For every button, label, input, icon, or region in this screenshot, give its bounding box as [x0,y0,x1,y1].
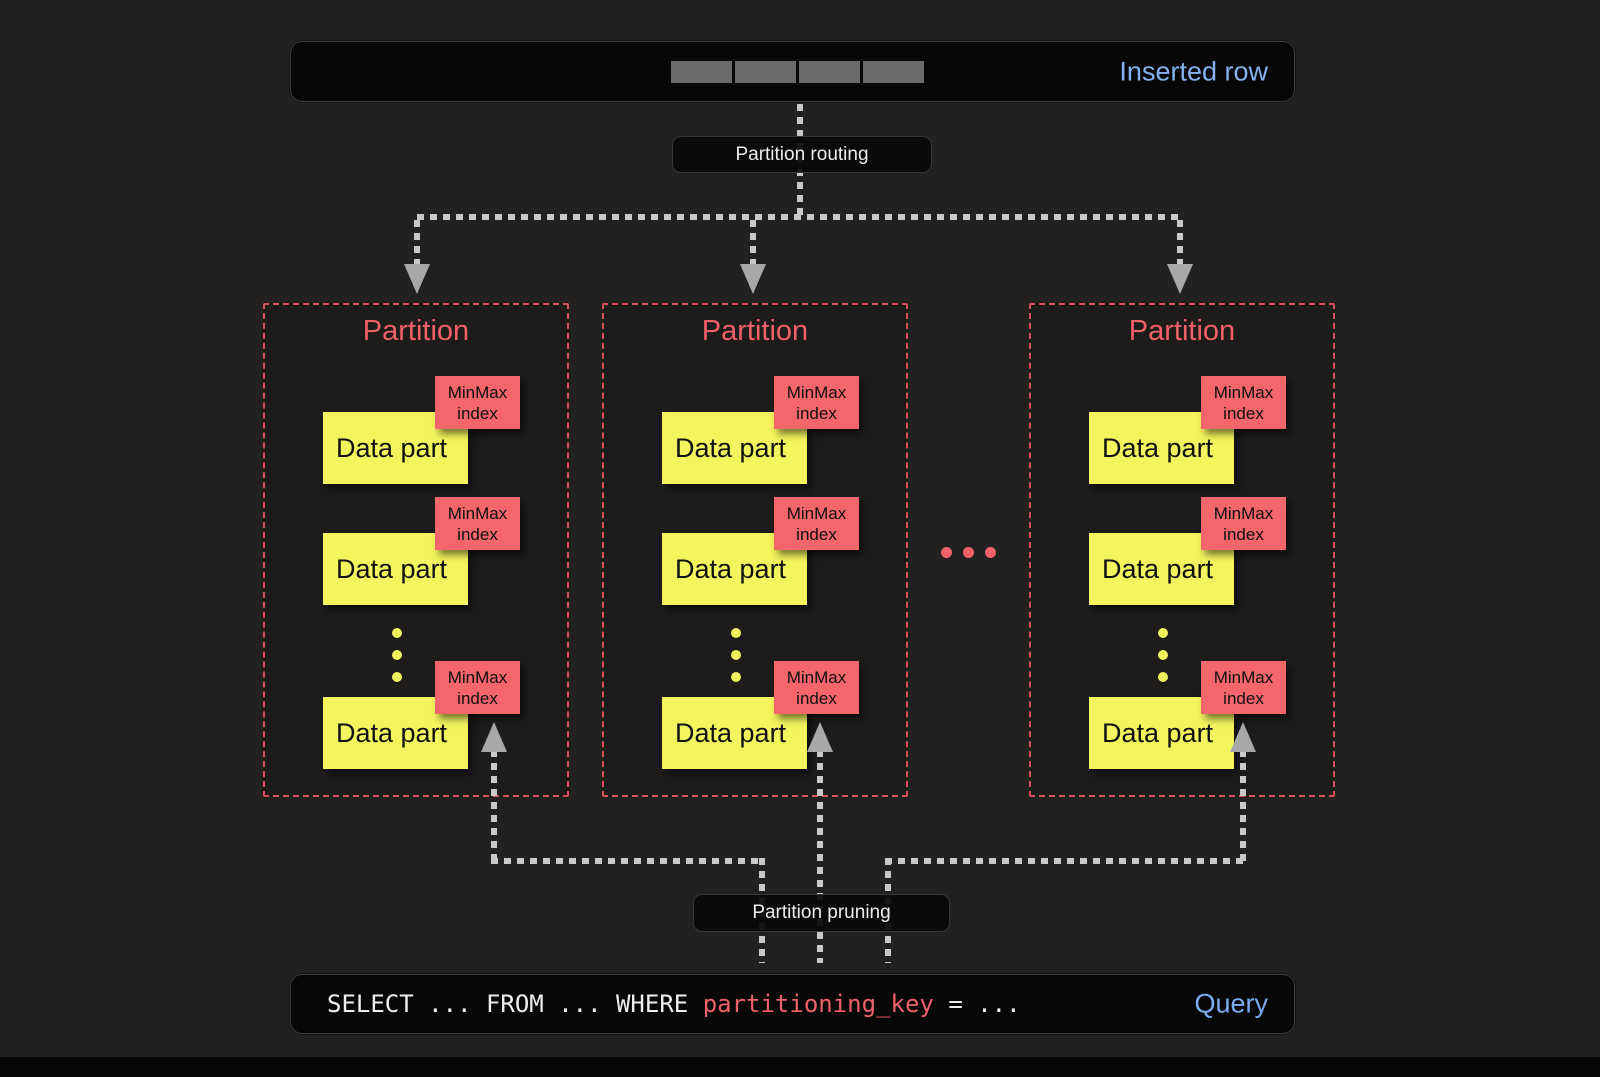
minmax-index-tag: MinMax index [435,376,520,429]
more-parts-dot [1158,628,1168,638]
minmax-line1: MinMax [447,503,508,523]
row-cell [671,61,732,83]
data-part-group: Data part MinMax index [323,376,520,484]
partition-title: Partition [1128,315,1236,347]
pruning-line-left [491,750,497,862]
row-cell [799,61,860,83]
minmax-line1: MinMax [1213,667,1274,687]
more-parts-dots [731,628,741,682]
minmax-index-tag: MinMax index [435,661,520,714]
more-parts-dot [731,672,741,682]
more-partitions-ellipsis [941,547,996,558]
data-part-group: Data part MinMax index [1089,497,1286,605]
minmax-index-tag: MinMax index [1201,376,1286,429]
row-cell [863,61,924,83]
more-parts-dot [392,650,402,660]
minmax-index-tag: MinMax index [435,497,520,550]
data-part: Data part [323,533,468,605]
ellipsis-dot [941,547,952,558]
arrow-down-icon [404,264,430,294]
more-parts-dot [392,672,402,682]
arrow-down-icon [740,264,766,294]
bottom-strip [0,1057,1600,1077]
arrow-up-icon [1230,722,1256,752]
minmax-line2: index [1223,403,1264,423]
minmax-index-tag: MinMax index [1201,497,1286,550]
minmax-line2: index [457,688,498,708]
arrow-up-icon [481,722,507,752]
data-part-group: Data part MinMax index [323,497,520,605]
minmax-line1: MinMax [786,667,847,687]
minmax-index-tag: MinMax index [1201,661,1286,714]
ellipsis-dot [963,547,974,558]
partition-pruning-label: Partition pruning [693,894,950,932]
more-parts-dot [731,628,741,638]
partition-box: Partition Data part MinMax index Data pa… [263,303,569,797]
fanout-drop-line [1177,220,1183,266]
minmax-line2: index [796,524,837,544]
more-parts-dot [731,650,741,660]
query-text: SELECT ... FROM ... WHERE partitioning_k… [327,990,1021,1018]
minmax-line1: MinMax [447,667,508,687]
row-cell [735,61,796,83]
pruning-line-center [817,750,823,963]
data-part: Data part [662,533,807,605]
query-label: Query [1194,988,1268,1019]
minmax-line1: MinMax [1213,382,1274,402]
ellipsis-dot [985,547,996,558]
inserted-row-bar: Inserted row [290,41,1295,102]
minmax-index-tag: MinMax index [774,376,859,429]
query-suffix: = ... [933,990,1021,1018]
query-partitioning-key: partitioning_key [702,990,934,1018]
data-part-group: Data part MinMax index [662,497,859,605]
query-bar: SELECT ... FROM ... WHERE partitioning_k… [290,974,1295,1034]
minmax-line2: index [1223,524,1264,544]
data-part-group: Data part MinMax index [662,661,859,769]
partition-box: Partition Data part MinMax index Data pa… [602,303,908,797]
minmax-line1: MinMax [447,382,508,402]
partition-title: Partition [701,315,809,347]
more-parts-dot [1158,650,1168,660]
data-part-group: Data part MinMax index [1089,376,1286,484]
minmax-line1: MinMax [786,382,847,402]
arrow-up-icon [807,722,833,752]
more-parts-dot [392,628,402,638]
minmax-line2: index [457,403,498,423]
partition-title: Partition [362,315,470,347]
data-part: Data part [1089,697,1234,769]
fanout-drop-line [750,220,756,266]
minmax-line1: MinMax [1213,503,1274,523]
fanout-line [417,214,1181,220]
pruning-line-right [1240,750,1246,862]
arrow-down-icon [1167,264,1193,294]
query-select-prefix: SELECT ... FROM ... WHERE [327,990,703,1018]
partition-box: Partition Data part MinMax index Data pa… [1029,303,1335,797]
more-parts-dots [1158,628,1168,682]
minmax-index-tag: MinMax index [774,661,859,714]
more-parts-dot [1158,672,1168,682]
inserted-row-label: Inserted row [1119,56,1268,86]
data-part-group: Data part MinMax index [323,661,520,769]
minmax-line1: MinMax [786,503,847,523]
minmax-index-tag: MinMax index [774,497,859,550]
minmax-line2: index [1223,688,1264,708]
inserted-row-cells [671,61,924,83]
pruning-elbow-left [491,858,765,864]
pruning-elbow-right [885,858,1246,864]
data-part: Data part [662,412,807,484]
fanout-drop-line [414,220,420,266]
minmax-line2: index [796,403,837,423]
minmax-line2: index [457,524,498,544]
data-part-group: Data part MinMax index [1089,661,1286,769]
data-part-group: Data part MinMax index [662,376,859,484]
more-parts-dots [392,628,402,682]
minmax-line2: index [796,688,837,708]
partition-routing-label: Partition routing [672,136,932,173]
